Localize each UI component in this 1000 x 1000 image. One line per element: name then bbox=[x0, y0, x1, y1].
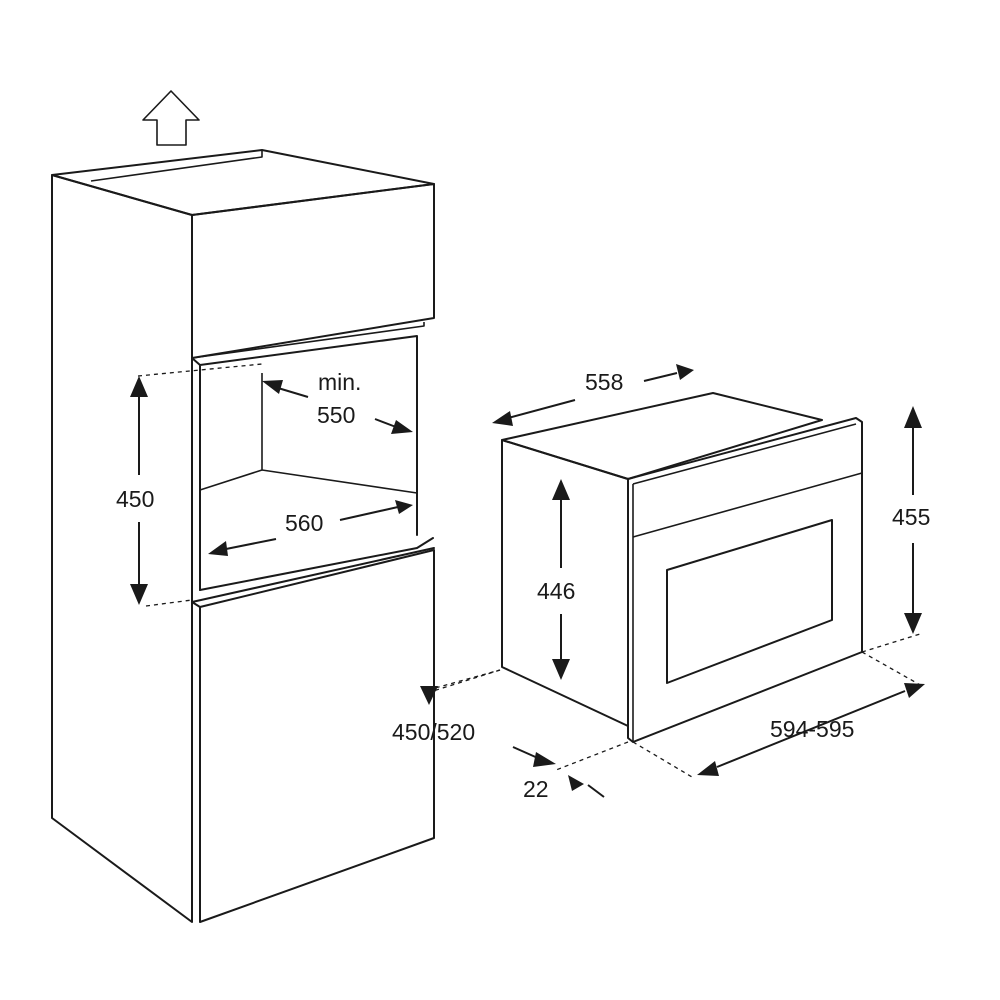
cabinet-depth-arrowhead bbox=[420, 686, 438, 705]
oven-width-dim-line bbox=[716, 690, 906, 768]
niche-width-dim-line bbox=[225, 506, 399, 550]
oven-width-label: 594-595 bbox=[770, 716, 854, 742]
cabinet-upper-block bbox=[191, 183, 435, 359]
ventilation-arrow-icon bbox=[142, 90, 200, 146]
cabinet-depth-label: 450/520 bbox=[392, 719, 475, 745]
oven-front-height-label: 455 bbox=[892, 504, 930, 530]
oven-front-height-extension bbox=[861, 633, 921, 653]
oven-depth-label: 558 bbox=[585, 369, 623, 395]
cabinet-side-panel bbox=[51, 174, 193, 923]
front-offset-extension bbox=[555, 741, 629, 771]
niche-dimensions bbox=[130, 363, 501, 705]
oven-dimensions bbox=[429, 364, 925, 798]
niche-floor bbox=[191, 537, 435, 603]
oven-body-height-label: 446 bbox=[537, 578, 575, 604]
niche-frame bbox=[191, 335, 418, 591]
oven-body-height-arrowheads bbox=[552, 479, 570, 680]
niche-depth-arrowheads bbox=[262, 380, 413, 434]
cabinet bbox=[51, 149, 435, 923]
niche-depth-dim-line bbox=[277, 387, 397, 428]
niche-height-extension-bottom bbox=[145, 599, 193, 607]
niche-depth-label: 550 bbox=[317, 402, 355, 428]
cabinet-top-rim bbox=[90, 150, 263, 182]
oven-control-strip bbox=[632, 472, 863, 538]
oven-front-bezel bbox=[632, 423, 857, 742]
niche-back bbox=[199, 373, 418, 494]
oven-depth-dim-line bbox=[507, 372, 678, 419]
niche-width-label: 560 bbox=[285, 510, 323, 536]
oven-depth-base-extension bbox=[429, 669, 501, 693]
oven bbox=[501, 392, 863, 743]
cabinet-upper-block-lip bbox=[191, 322, 425, 359]
front-offset-label: 22 bbox=[523, 776, 549, 802]
oven-width-extensions bbox=[632, 651, 923, 778]
oven-window bbox=[666, 519, 833, 684]
niche-height-label: 450 bbox=[116, 486, 154, 512]
front-offset-arrowheads bbox=[533, 752, 584, 791]
niche-min-label: min. bbox=[318, 369, 361, 395]
